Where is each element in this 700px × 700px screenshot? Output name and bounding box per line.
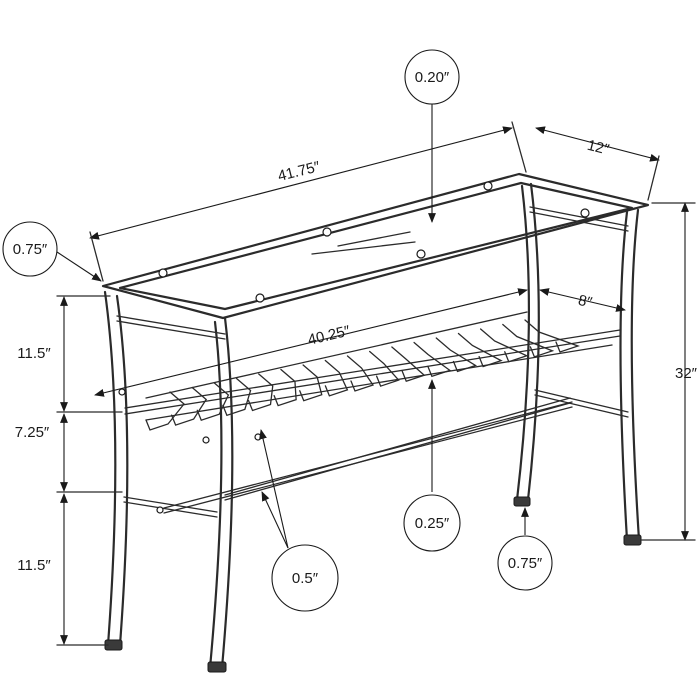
stretcher-label: 0.5″: [292, 570, 319, 587]
foot-callout: 0.75″: [497, 535, 553, 591]
lower-gap-label: 11.5″: [17, 557, 51, 574]
dimension-labels: 41.75″ 12″ 40.25″ 8″ 32″ 11.5″ 7.25″ 11.…: [15, 137, 698, 574]
middle-gap-label: 7.25″: [15, 424, 50, 441]
upper-gap-label: 11.5″: [17, 345, 51, 362]
rack-slat: [299, 364, 323, 402]
stretcher-callout: 0.5″: [271, 544, 339, 612]
depth-label: 12″: [585, 137, 611, 159]
rack-rod-label: 0.25″: [415, 515, 450, 532]
inner-length-label: 40.25″: [306, 322, 352, 348]
glass-thickness-callout: 0.20″: [404, 49, 460, 105]
rack-slat: [145, 391, 185, 431]
rack-rod-callout: 0.25″: [403, 494, 461, 552]
callout-bubbles: 0.20″ 0.75″ 0.25″ 0.75″ 0.5″: [2, 49, 553, 612]
glass-thickness-label: 0.20″: [415, 69, 450, 86]
dimension-lines: [56, 103, 696, 646]
frame-thickness-callout: 0.75″: [2, 221, 58, 277]
shelf-depth-label: 8″: [576, 292, 594, 312]
height-label: 32″: [675, 365, 698, 382]
length-label: 41.75″: [276, 158, 322, 185]
table-frame: [101, 172, 650, 673]
rack-slat: [524, 319, 580, 353]
frame-thickness-label: 0.75″: [13, 241, 48, 258]
foot-label: 0.75″: [508, 555, 543, 572]
